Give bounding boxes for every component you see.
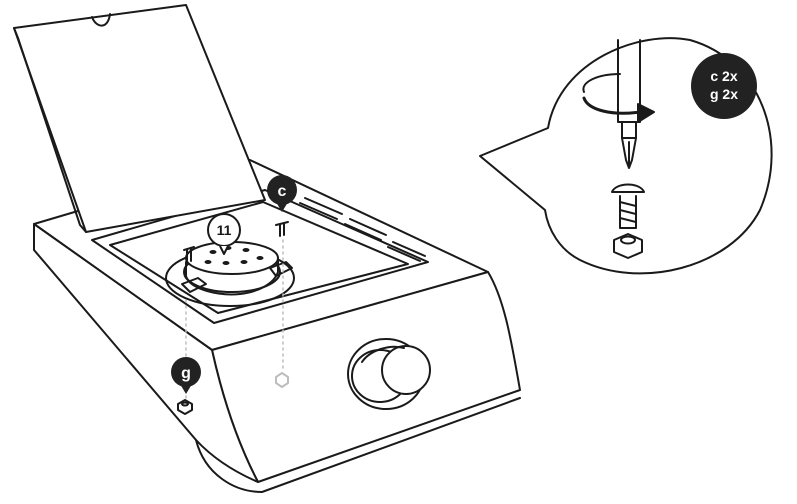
burner — [165, 241, 295, 307]
ghost-nut — [275, 372, 289, 388]
part-callout-11: 11 — [207, 213, 241, 255]
screw-right — [275, 221, 289, 237]
nut-callout-g: g — [171, 357, 201, 394]
screw-callout-c: c — [267, 175, 297, 212]
quantity-line-2: g 2x — [710, 86, 738, 102]
nut-g — [177, 399, 193, 415]
open-lid — [13, 4, 266, 233]
control-knob — [347, 338, 431, 410]
screw-left — [183, 246, 195, 263]
nut-letter-label: g — [181, 365, 191, 382]
quantity-badge: c 2x g 2x — [691, 53, 757, 119]
screw-letter-label: c — [278, 183, 287, 200]
quantity-line-1: c 2x — [710, 68, 737, 84]
vent-slots — [299, 197, 426, 262]
part-number-label: 11 — [217, 222, 232, 238]
